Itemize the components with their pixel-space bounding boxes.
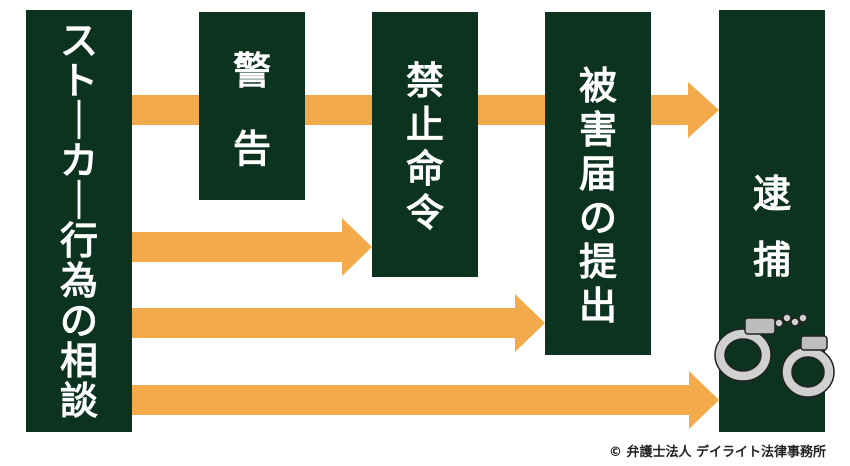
- arrow-start-to-warning: [132, 95, 199, 125]
- box-char: 警: [232, 49, 271, 93]
- box-char: ｜: [59, 99, 98, 143]
- box-char: 相: [59, 339, 98, 383]
- arrow-start-to-order: [132, 218, 372, 276]
- box-char: の: [59, 299, 98, 343]
- box-char: ス: [59, 19, 98, 63]
- arrow-order-to-report: [478, 95, 545, 125]
- box-char: 為: [59, 259, 98, 303]
- box-label: 禁止命令: [406, 62, 444, 238]
- box-char: 提: [578, 240, 617, 284]
- box-damage-report: 被害届の提出: [545, 12, 651, 355]
- box-char: 命: [405, 147, 444, 191]
- box-char: 害: [578, 108, 617, 152]
- box-char: の: [578, 196, 617, 240]
- box-char: 捕: [752, 238, 791, 282]
- copyright-credit: © 弁護士法人 デイライト法律事務所: [608, 445, 826, 460]
- arrow-start-to-report: [132, 294, 545, 352]
- arrow-report-to-arrest: [651, 82, 719, 138]
- box-prohibition-order: 禁止命令: [372, 12, 478, 277]
- box-char: 行: [59, 219, 98, 263]
- box-label: 逮捕: [753, 175, 791, 307]
- handcuffs-icon: [714, 313, 835, 398]
- box-char: カ: [59, 139, 98, 183]
- box-char: 告: [232, 127, 271, 171]
- box-char: 被: [578, 64, 617, 108]
- arrow-start-to-arrest: [132, 371, 719, 429]
- box-char: 令: [405, 191, 444, 235]
- arrow-warning-to-order: [305, 95, 372, 125]
- box-label: 被害届の提出: [579, 67, 617, 331]
- box-char: 談: [59, 379, 98, 423]
- box-char: 禁: [405, 59, 444, 103]
- box-warning: 警告: [199, 12, 305, 200]
- box-char: 止: [405, 103, 444, 147]
- box-char: 出: [578, 284, 617, 328]
- box-char: ｜: [59, 179, 98, 223]
- box-char: ト: [59, 59, 98, 103]
- box-stalking-consultation: スト｜カ｜行為の相談: [26, 10, 132, 432]
- box-label: 警告: [233, 52, 271, 208]
- box-label: スト｜カ｜行為の相談: [60, 21, 98, 421]
- box-char: 届: [578, 152, 617, 196]
- box-char: 逮: [752, 172, 791, 216]
